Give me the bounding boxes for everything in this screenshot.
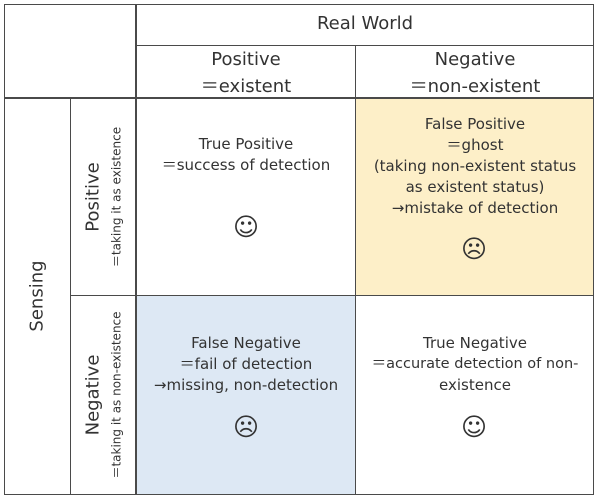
grid-line-top (4, 4, 594, 5)
row-negative-title: Negative (82, 354, 104, 436)
smiling-face-icon: ☺ (460, 412, 488, 442)
row-negative-subtitle: ＝taking it as non-existence (109, 311, 124, 479)
false-positive-line-4: as existent status) (405, 178, 545, 196)
column-positive-title: Positive (211, 49, 281, 70)
false-negative-title: False Negative (191, 334, 301, 352)
grid-line-sensing-split (70, 98, 71, 495)
true-negative-title: True Negative (423, 334, 527, 352)
false-positive-title: False Positive (424, 115, 526, 133)
true-positive-cell (136, 98, 356, 296)
grid-line-left (4, 4, 5, 495)
column-positive-subtitle: ＝existent (200, 76, 292, 97)
false-negative-line-3: →missing, non-detection (153, 376, 339, 394)
true-positive-description: ＝success of detection (161, 156, 331, 174)
false-negative-line-2: ＝fail of detection (179, 355, 313, 373)
sensing-label: Sensing (26, 260, 48, 332)
grid-line-column-split (355, 45, 356, 495)
grid-line-header-bottom (4, 97, 594, 99)
grid-line-bottom (4, 494, 594, 495)
false-negative-cell (136, 296, 356, 494)
column-negative-title: Negative (434, 49, 516, 70)
smiling-face-icon: ☺ (232, 212, 260, 242)
grid-line-right (593, 4, 594, 495)
frowning-face-icon: ☹ (460, 234, 488, 264)
true-positive-title: True Positive (198, 135, 294, 153)
grid-line-header-split (136, 45, 594, 46)
false-positive-line-3: (taking non-existent status (373, 157, 577, 175)
grid-line-header-left (135, 4, 137, 495)
row-positive-title: Positive (82, 162, 104, 232)
real-world-header: Real World (316, 13, 414, 34)
true-negative-line-2: ＝accurate detection of non- (371, 356, 579, 372)
row-positive-subtitle: ＝taking it as existence (109, 126, 124, 268)
grid-line-row-split (70, 295, 594, 296)
true-negative-line-3: existence (439, 376, 511, 394)
frowning-face-icon: ☹ (232, 412, 260, 442)
false-positive-cell (356, 98, 594, 296)
false-positive-line-5: →mistake of detection (391, 199, 559, 217)
false-positive-line-2: ＝ghost (446, 136, 504, 154)
column-negative-subtitle: ＝non-existent (409, 76, 541, 97)
